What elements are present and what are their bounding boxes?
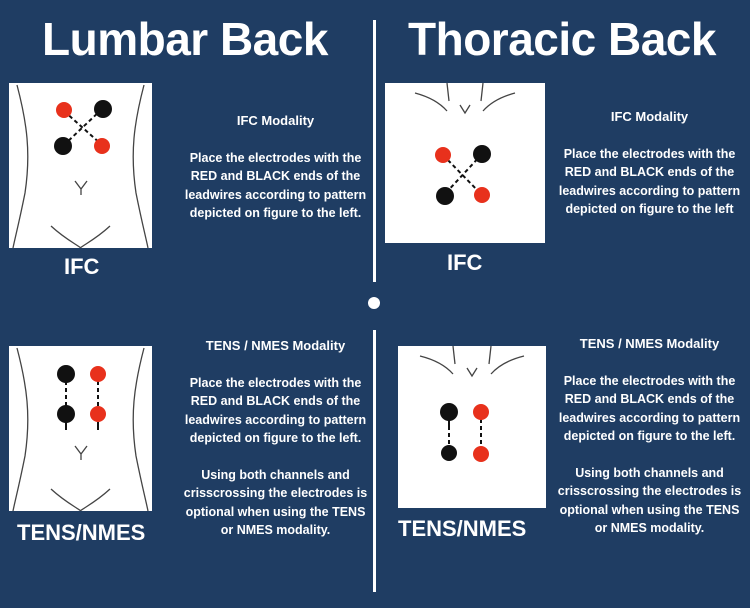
lumbar-tens-label: TENS/NMES	[17, 520, 146, 545]
electrode-black	[436, 187, 454, 205]
electrode-red	[473, 446, 489, 462]
center-divider-top	[373, 20, 376, 282]
lumbar-tens-heading: TENS / NMES Modality	[205, 338, 346, 353]
thoracic-ifc-figure	[385, 83, 545, 243]
center-divider-dot	[368, 297, 380, 309]
lumbar-ifc-instructions: Place the electrodes with the RED and BL…	[184, 150, 367, 221]
thoracic-tens-note: Using both channels and crisscrossing th…	[557, 465, 742, 536]
electrode-red	[56, 102, 72, 118]
center-divider-bottom	[373, 330, 376, 592]
thoracic-ifc-label: IFC	[447, 250, 483, 275]
thoracic-tens-instructions: Place the electrodes with the RED and BL…	[558, 373, 741, 444]
lumbar-ifc-label: IFC	[64, 254, 100, 279]
lumbar-ifc-figure	[9, 83, 152, 248]
thoracic-tens-figure	[398, 346, 546, 508]
thoracic-ifc-instructions: Place the electrodes with the RED and BL…	[558, 146, 741, 217]
thoracic-tens-text: TENS / NMES Modality Place the electrode…	[557, 335, 742, 556]
electrode-black	[473, 145, 491, 163]
lumbar-tens-instructions: Place the electrodes with the RED and BL…	[184, 375, 367, 446]
thoracic-ifc-heading: IFC Modality	[610, 109, 689, 124]
electrode-black	[440, 403, 458, 421]
lumbar-back-title: Lumbar Back	[42, 13, 328, 65]
electrode-red	[474, 187, 490, 203]
lumbar-ifc-text: IFC Modality Place the electrodes with t…	[183, 112, 368, 241]
electrode-black	[57, 365, 75, 383]
thoracic-tens-label: TENS/NMES	[398, 516, 527, 541]
electrode-red	[90, 406, 106, 422]
electrode-black	[94, 100, 112, 118]
electrode-red	[473, 404, 489, 420]
electrode-black	[54, 137, 72, 155]
electrode-red	[435, 147, 451, 163]
thoracic-tens-heading: TENS / NMES Modality	[579, 336, 720, 351]
lumbar-tens-note: Using both channels and crisscrossing th…	[183, 467, 368, 538]
electrode-red	[94, 138, 110, 154]
lumbar-ifc-heading: IFC Modality	[236, 113, 315, 128]
lumbar-tens-figure	[9, 346, 152, 511]
electrode-red	[90, 366, 106, 382]
thoracic-back-title: Thoracic Back	[408, 13, 716, 65]
thoracic-ifc-text: IFC Modality Place the electrodes with t…	[557, 108, 742, 237]
electrode-black	[441, 445, 457, 461]
electrode-black	[57, 405, 75, 423]
lumbar-tens-text: TENS / NMES Modality Place the electrode…	[183, 337, 368, 558]
